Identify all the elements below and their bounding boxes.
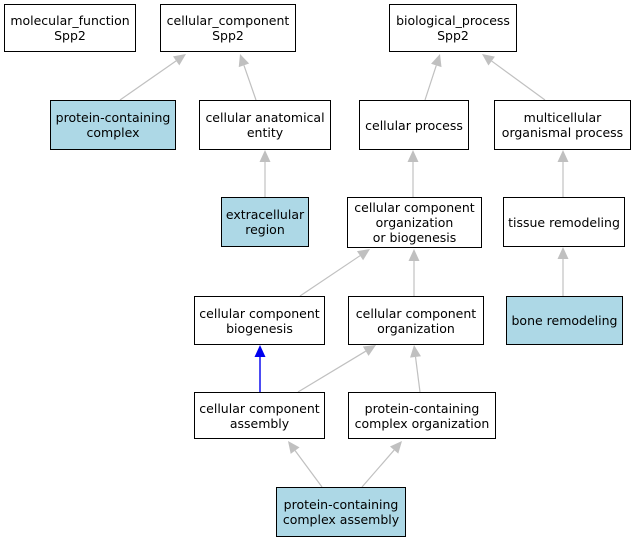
edge-line	[424, 65, 437, 101]
node-cellular-component-assembly[interactable]: cellular component assembly	[194, 392, 325, 439]
node-multicellular-organismal-process[interactable]: multicellular organismal process	[494, 100, 631, 150]
node-label: cellular anatomical entity	[205, 110, 325, 140]
edge-line	[243, 65, 257, 101]
node-protein-containing-complex[interactable]: protein-containing complex	[50, 100, 176, 150]
edge-line	[294, 450, 323, 488]
node-cellular-component-organization[interactable]: cellular component organization	[348, 296, 484, 345]
node-bone-remodeling[interactable]: bone remodeling	[506, 296, 623, 345]
edge-arrowhead	[431, 54, 442, 68]
node-label: extracellular region	[225, 207, 305, 237]
node-label: cellular component biogenesis	[199, 305, 320, 336]
node-label: molecular_function Spp2	[10, 13, 130, 43]
node-label: biological_process Spp2	[396, 13, 510, 43]
edge-line	[297, 350, 367, 393]
node-label: cellular component organization or bioge…	[354, 200, 475, 245]
edge-line	[119, 60, 177, 101]
node-cellular-component-organization-or-biogenesis[interactable]: cellular component organization or bioge…	[347, 197, 482, 248]
node-biological-process[interactable]: biological_process Spp2	[389, 4, 517, 52]
edge-arrowhead	[254, 345, 266, 357]
node-label: protein-containing complex	[55, 110, 171, 140]
edge-arrowhead	[288, 441, 300, 454]
edge-arrowhead	[362, 345, 376, 356]
node-label: cellular_component Spp2	[166, 13, 290, 43]
node-label: bone remodeling	[511, 313, 618, 328]
node-label: cellular component assembly	[199, 400, 320, 431]
node-label: multicellular organismal process	[501, 110, 624, 140]
node-extracellular-region[interactable]: extracellular region	[221, 197, 309, 247]
node-label: cellular component organization	[355, 305, 477, 336]
node-tissue-remodeling[interactable]: tissue remodeling	[503, 197, 625, 247]
edge-arrowhead	[408, 249, 420, 261]
edge-arrowhead	[410, 345, 421, 358]
edge-arrowhead	[557, 150, 569, 162]
edge-line	[361, 449, 395, 488]
edge-arrowhead	[173, 54, 186, 66]
node-cellular-component[interactable]: cellular_component Spp2	[160, 4, 296, 52]
node-label: tissue remodeling	[508, 214, 620, 230]
node-protein-containing-complex-organization[interactable]: protein-containing complex organization	[348, 392, 496, 439]
edge-arrowhead	[557, 247, 569, 259]
edge-arrowhead	[389, 441, 402, 454]
edge-arrowhead	[407, 150, 419, 162]
edge-arrowhead	[259, 150, 271, 162]
node-cellular-process[interactable]: cellular process	[359, 100, 469, 150]
edge-line	[491, 60, 546, 101]
node-label: cellular process	[365, 117, 463, 133]
node-cellular-anatomical-entity[interactable]: cellular anatomical entity	[199, 100, 331, 150]
node-label: protein-containing complex assembly	[282, 497, 400, 527]
node-cellular-component-biogenesis[interactable]: cellular component biogenesis	[194, 296, 325, 345]
node-molecular-function[interactable]: molecular_function Spp2	[4, 4, 136, 52]
node-label: protein-containing complex organization	[354, 400, 490, 431]
edge-arrowhead	[482, 54, 495, 66]
edge-line	[414, 356, 421, 393]
edge-arrowhead	[238, 54, 250, 68]
edge-arrowhead	[356, 249, 370, 261]
node-protein-containing-complex-assembly[interactable]: protein-containing complex assembly	[276, 487, 406, 537]
edge-line	[299, 255, 361, 297]
